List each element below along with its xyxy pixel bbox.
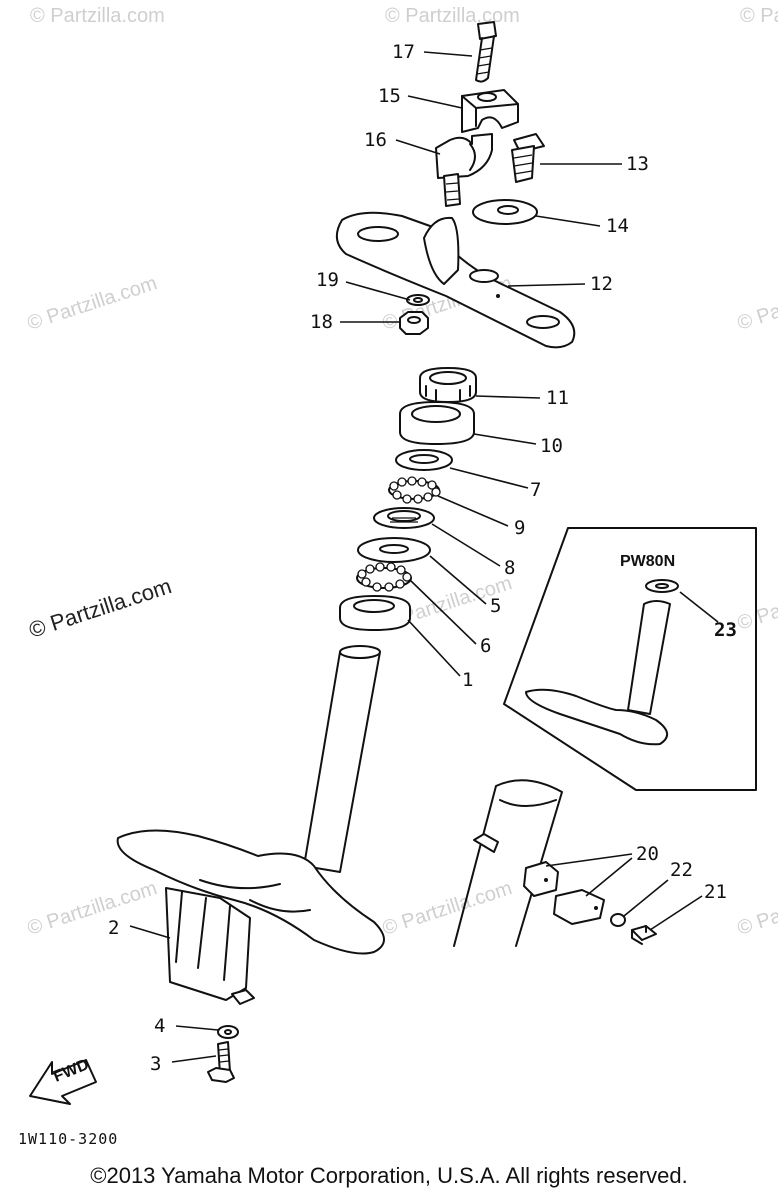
callout-4: 4 [154, 1015, 165, 1037]
callout-19: 19 [316, 269, 339, 291]
part-bolt-3 [207, 1041, 235, 1083]
callout-23: 23 [714, 619, 737, 641]
callouts: 17 15 16 13 14 12 19 18 11 10 7 9 8 5 6 … [108, 41, 737, 1075]
part-upper-bracket-12 [335, 211, 576, 349]
leader-lines [129, 51, 719, 1063]
part-race-8 [373, 507, 435, 529]
callout-21: 21 [704, 881, 727, 903]
watermark: © Partzilla.com [385, 5, 520, 27]
part-ring-nut-11 [419, 367, 477, 403]
callout-20: 20 [636, 843, 659, 865]
watermark: © Partzilla.com [380, 877, 515, 940]
part-race-5 [357, 537, 431, 563]
callout-7: 7 [530, 479, 541, 501]
watermark: © Partzilla.com [25, 272, 160, 335]
callout-6: 6 [480, 635, 491, 657]
frame-head-pipe [453, 779, 563, 947]
part-cover-10 [399, 401, 475, 445]
part-screw-21 [631, 925, 657, 945]
part-cable-guide-20 [523, 861, 605, 925]
callout-22: 22 [670, 859, 693, 881]
part-handlebar-holder-lower-16 [435, 133, 493, 207]
part-washer-14 [472, 199, 538, 225]
callout-10: 10 [540, 435, 563, 457]
inset-pw80n: PW80N [503, 527, 757, 791]
callout-16: 16 [364, 129, 387, 151]
watermark: © Partzilla.com [25, 877, 160, 940]
inset-label: PW80N [620, 553, 675, 570]
watermarks: © Partzilla.com © Partzilla.com © Partzi… [25, 5, 778, 940]
watermark: © Partzilla.com [735, 877, 778, 940]
part-washer-19 [406, 294, 430, 306]
part-washer-22 [610, 913, 626, 927]
callout-12: 12 [590, 273, 613, 295]
part-ball-bearing-6 [356, 562, 412, 592]
callout-9: 9 [514, 517, 525, 539]
drawing-code: 1W110-3200 [18, 1130, 118, 1148]
callout-18: 18 [310, 311, 333, 333]
part-bolt-13 [511, 133, 545, 183]
callout-15: 15 [378, 85, 401, 107]
part-handlebar-holder-upper-15 [461, 89, 519, 133]
callout-14: 14 [606, 215, 629, 237]
callout-17: 17 [392, 41, 415, 63]
callout-11: 11 [546, 387, 569, 409]
fwd-arrow-icon: FWD [29, 1056, 97, 1105]
watermark: © Partzilla.com [30, 5, 165, 27]
callout-3: 3 [150, 1053, 161, 1075]
part-ball-bearing-9 [388, 476, 441, 504]
part-bolt-17 [475, 21, 497, 83]
callout-8: 8 [504, 557, 515, 579]
part-race-1 [339, 595, 411, 631]
callout-5: 5 [490, 595, 501, 617]
copyright-notice: ©2013 Yamaha Motor Corporation, U.S.A. A… [90, 1163, 688, 1188]
callout-2: 2 [108, 917, 119, 939]
callout-13: 13 [626, 153, 649, 175]
watermark: © Partzilla.com [735, 272, 778, 335]
callout-1: 1 [462, 669, 473, 691]
part-under-bracket-2 [116, 645, 385, 1005]
watermark: © Partzilla.com [740, 5, 778, 27]
part-race-7 [395, 449, 453, 471]
part-nut-18 [399, 311, 429, 335]
part-washer-4 [217, 1025, 239, 1039]
watermark-prominent: © Partzilla.com [26, 573, 175, 643]
